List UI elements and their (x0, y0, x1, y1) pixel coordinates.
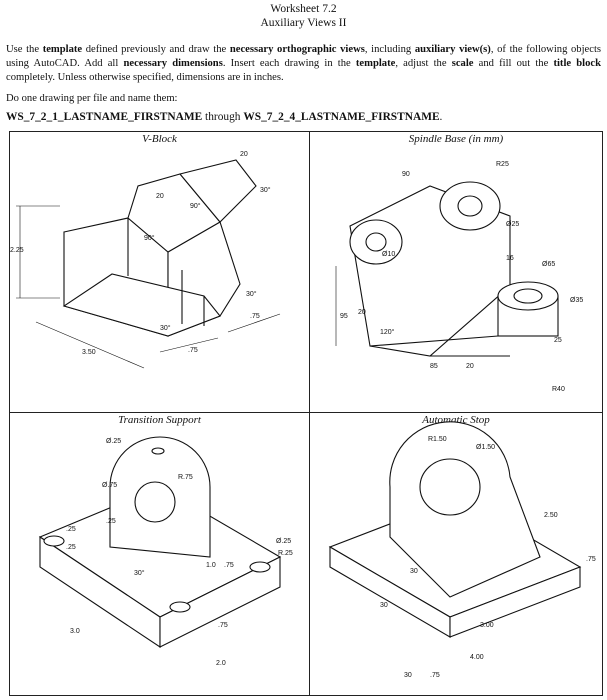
svg-text:4.00: 4.00 (470, 654, 484, 661)
file-instruction: Do one drawing per file and name them: (6, 93, 178, 104)
svg-text:30: 30 (410, 568, 418, 575)
svg-text:30°: 30° (134, 569, 145, 577)
svg-text:.25: .25 (66, 544, 76, 551)
transition-caption: Transition Support (118, 414, 201, 426)
svg-text:2.0: 2.0 (216, 660, 226, 667)
svg-text:1.0: 1.0 (206, 562, 216, 569)
svg-text:.25: .25 (66, 526, 76, 533)
svg-text:20: 20 (466, 363, 474, 370)
svg-text:20: 20 (156, 193, 164, 200)
svg-text:Ø.25: Ø.25 (106, 438, 121, 445)
svg-text:30°: 30° (260, 186, 271, 194)
autostop-drawing: R1.50 Ø1.50 2.50 .75 30 30 3.00 4.00 30 … (328, 421, 596, 679)
svg-text:.75: .75 (218, 622, 228, 629)
svg-text:R1.50: R1.50 (428, 436, 447, 443)
spindle-drawing: 95 90 R25 Ø25 Ø10 16 Ø65 Ø35 20 120° 85 … (335, 161, 583, 393)
svg-text:16: 16 (506, 255, 514, 262)
svg-text:Ø65: Ø65 (542, 261, 555, 268)
svg-text:Ø10: Ø10 (382, 251, 395, 258)
svg-text:25: 25 (554, 337, 562, 344)
naming-convention: WS_7_2_1_LASTNAME_FIRSTNAME through WS_7… (6, 111, 443, 123)
spindle-panel: Spindle Base (in mm) 95 90 R25 Ø25 Ø10 1… (310, 132, 602, 413)
svg-text:R.25: R.25 (278, 550, 293, 557)
svg-text:Ø25: Ø25 (506, 221, 519, 228)
vblock-drawing: 2.25 3.50 .75 .75 30° 30° 30° 20 20 90° … (10, 151, 281, 369)
svg-text:.75: .75 (188, 347, 198, 354)
svg-text:Ø35: Ø35 (570, 297, 583, 304)
spindle-caption: Spindle Base (in mm) (408, 133, 504, 145)
instructions-paragraph: Use the template defined previously and … (6, 44, 602, 83)
svg-text:3.0: 3.0 (70, 628, 80, 635)
svg-text:3.00: 3.00 (480, 622, 494, 629)
svg-text:90: 90 (402, 171, 410, 178)
worksheet-subtitle: Auxiliary Views II (260, 17, 347, 29)
svg-text:90°: 90° (190, 202, 201, 210)
vblock-panel: V-Block 2.25 3.50 .75 .75 3 (10, 132, 310, 413)
transition-panel: Transition Support Ø.25 R.75 Ø.75 .25 .2… (10, 413, 310, 695)
svg-text:.75: .75 (250, 313, 260, 320)
svg-text:R.75: R.75 (178, 474, 193, 481)
svg-text:2.50: 2.50 (544, 512, 558, 519)
svg-text:.75: .75 (586, 556, 596, 563)
svg-text:Ø.75: Ø.75 (102, 482, 117, 489)
autostop-panel: Automatic Stop R1.50 Ø1.50 2.50 .75 30 3… (310, 413, 602, 695)
transition-drawing: Ø.25 R.75 Ø.75 .25 .25 .25 1.0 .75 Ø.25 … (38, 436, 293, 667)
drawings-grid: V-Block 2.25 3.50 .75 .75 3 (9, 131, 603, 696)
svg-text:30: 30 (380, 602, 388, 609)
svg-text:.75: .75 (430, 672, 440, 679)
worksheet-title: Worksheet 7.2 (270, 3, 337, 15)
svg-text:30: 30 (404, 672, 412, 679)
svg-text:2.25: 2.25 (10, 247, 24, 254)
svg-text:20: 20 (240, 151, 248, 158)
svg-text:R25: R25 (496, 161, 509, 168)
svg-text:20: 20 (358, 309, 366, 316)
svg-text:95: 95 (340, 313, 348, 320)
svg-text:3.50: 3.50 (82, 349, 96, 356)
svg-text:Ø.25: Ø.25 (276, 538, 291, 545)
svg-text:120°: 120° (380, 328, 395, 336)
svg-text:90°: 90° (144, 234, 155, 242)
svg-text:Ø1.50: Ø1.50 (476, 444, 495, 451)
svg-text:.25: .25 (106, 518, 116, 525)
svg-text:.75: .75 (224, 562, 234, 569)
svg-text:30°: 30° (160, 324, 171, 332)
svg-text:85: 85 (430, 363, 438, 370)
svg-text:R40: R40 (552, 386, 565, 393)
vblock-caption: V-Block (142, 133, 177, 145)
svg-text:30°: 30° (246, 290, 257, 298)
